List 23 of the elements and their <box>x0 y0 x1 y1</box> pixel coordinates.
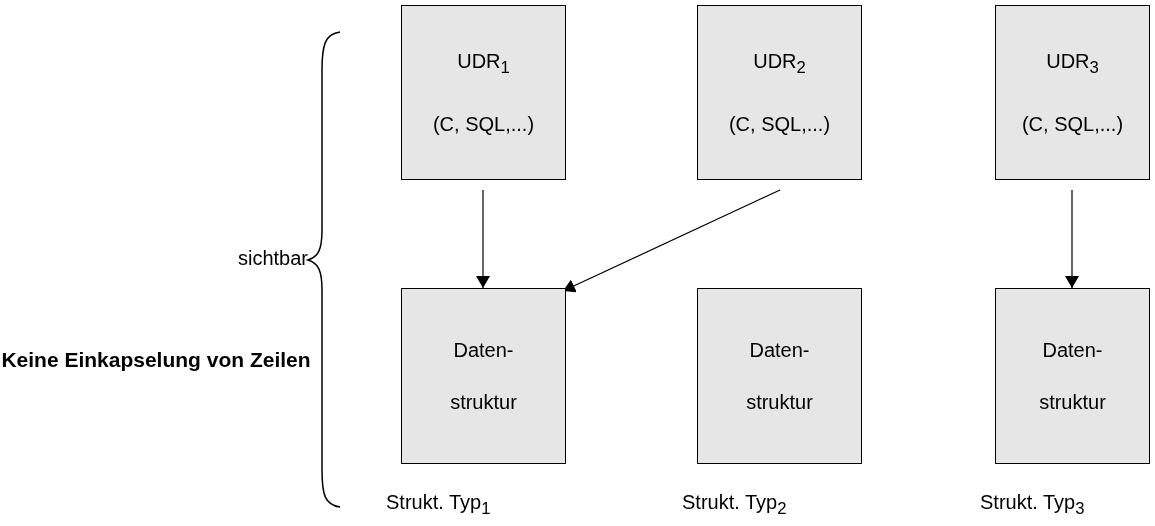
node-text: UDR$_{3}$ <box>1046 49 1099 79</box>
routine-box <box>697 5 862 180</box>
node-text: UDR$_{1}$ <box>457 49 510 79</box>
node-text: (C, SQL,...) <box>1021 112 1124 136</box>
arrow <box>1065 189 1079 289</box>
arrow <box>476 189 490 289</box>
type-caption: Strukt. Typ$_{1}$ <box>386 491 491 519</box>
heading-text: Keine Einkapselung von Zeilen <box>0 347 312 373</box>
data-structure-box <box>401 288 566 464</box>
node-text: UDR$_{2}$ <box>753 49 806 79</box>
type-caption: Strukt. Typ$_{2}$ <box>682 491 787 519</box>
node-text: (C, SQL,...) <box>432 112 535 136</box>
routine-box <box>401 5 566 180</box>
brace-label: sichtbar <box>236 247 308 270</box>
node-text: Daten- struktur <box>1038 338 1107 415</box>
data-structure-box <box>697 288 862 464</box>
node-text: Daten- struktur <box>449 338 518 415</box>
node-text: (C, SQL,...) <box>728 112 831 136</box>
node-text: Daten- struktur <box>745 338 814 415</box>
arrow <box>562 189 781 293</box>
data-structure-box <box>995 288 1150 464</box>
routine-box <box>995 5 1150 180</box>
type-caption: Strukt. Typ$_{3}$ <box>980 491 1085 519</box>
